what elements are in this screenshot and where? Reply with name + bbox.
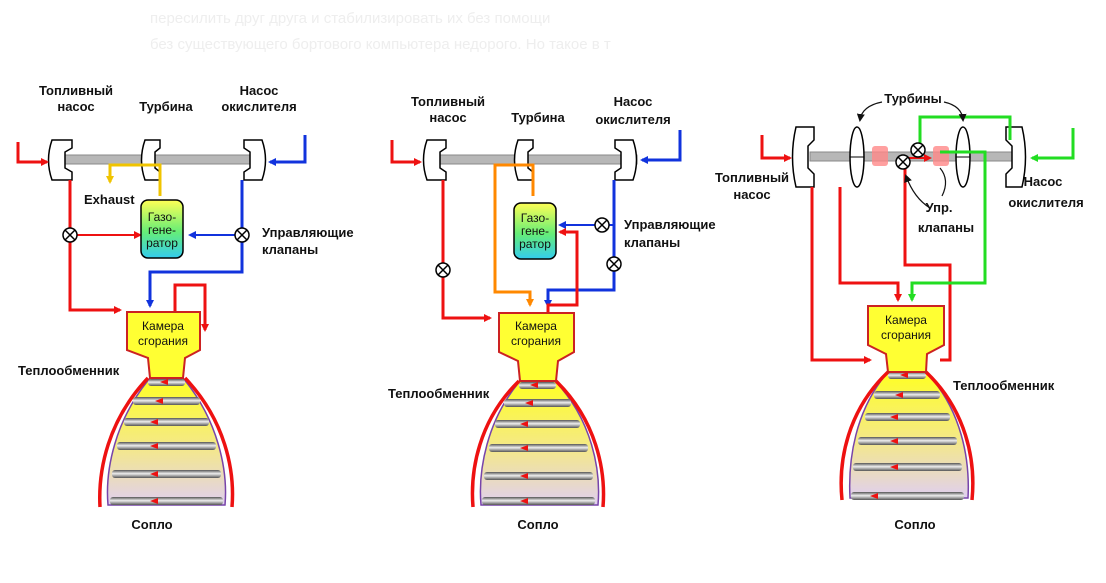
nozzle-label: Сопло — [131, 517, 172, 532]
fuel-pump-label-2: насос — [733, 187, 770, 202]
fuel-inlet-line — [390, 140, 422, 166]
combustion-chamber — [498, 312, 575, 382]
gas-generator-label-2: гене- — [521, 224, 549, 238]
fuel-pump-label-1: Топливный — [39, 83, 113, 98]
oxidizer-inlet-line — [1030, 128, 1075, 162]
oxidizer-feed-line — [146, 180, 244, 308]
valves-label-2: клапаны — [624, 235, 680, 250]
oxidizer-pump-label-1: Насос — [614, 94, 653, 109]
fuel-pump-shape — [791, 126, 815, 188]
fuel-pump-label-2: насос — [57, 99, 94, 114]
heat-exchanger-bands — [851, 372, 964, 500]
valves-label-1: Управляющие — [262, 225, 354, 240]
oxidizer-pump-shape — [243, 139, 267, 181]
chamber-label-2: сгорания — [511, 334, 561, 348]
combustion-chamber — [867, 305, 945, 373]
turbine-shape — [140, 139, 161, 181]
chamber-label-1: Камера — [885, 313, 927, 327]
heat-exchanger-label: Теплообменник — [18, 363, 120, 378]
turbopump-shaft — [431, 154, 638, 165]
oxidizer-pump-label-1: Насос — [1024, 174, 1063, 189]
heat-exchanger-bands — [482, 382, 595, 505]
nozzle-label: Сопло — [894, 517, 935, 532]
chamber-label-1: Камера — [515, 319, 557, 333]
gas-generator-cycle-diagram: Газо- гене- ратор Камера сгорания Топлив… — [16, 83, 354, 532]
heat-exchanger-label: Теплообменник — [953, 378, 1055, 393]
oxidizer-pump-label-1: Насос — [240, 83, 279, 98]
turbine-label: Турбина — [511, 110, 565, 125]
turbines-label: Турбины — [884, 91, 941, 106]
staged-combustion-cycle-diagram: Газо- гене- ратор Камера сгорания Топлив… — [388, 94, 716, 532]
regen-return-line — [173, 283, 209, 332]
heat-exchanger-label: Теплообменник — [388, 386, 490, 401]
turbopump-shaft — [59, 154, 266, 165]
gas-generator — [513, 202, 557, 260]
oxidizer-inlet-line — [640, 130, 682, 164]
fuel-inlet-line — [760, 135, 792, 162]
gas-generator-label-3: ратор — [146, 236, 178, 250]
gas-generator-label-1: Газо- — [521, 211, 549, 225]
chamber-label-2: сгорания — [138, 334, 188, 348]
valves-label-2: клапаны — [918, 220, 974, 235]
gas-generator-label-2: гене- — [148, 223, 176, 237]
regen-return-line — [546, 228, 579, 318]
valves-label-1: Упр. — [926, 200, 953, 215]
fuel-pump-shape — [47, 139, 73, 181]
valves-label-1: Управляющие — [624, 217, 716, 232]
valves-label-2: клапаны — [262, 242, 318, 257]
combustion-chamber — [126, 311, 201, 379]
chamber-label-1: Камера — [142, 319, 184, 333]
gas-generator — [140, 199, 184, 259]
chamber-label-2: сгорания — [881, 328, 931, 342]
regen-cooling-jacket — [98, 376, 235, 508]
nozzle-label: Сопло — [517, 517, 558, 532]
fuel-pump-label-1: Топливный — [411, 94, 485, 109]
oxidizer-feed-line — [908, 150, 987, 302]
regen-cooling-jacket — [470, 379, 606, 508]
oxidizer-pump-label-2: окислителя — [221, 99, 296, 114]
turbine-shape — [513, 139, 534, 181]
oxidizer-pump-shape — [1005, 126, 1027, 188]
fuel-feed-line — [810, 187, 872, 364]
exhaust-line — [106, 163, 162, 196]
oxidizer-feed-line — [544, 180, 616, 308]
hot-gas-line — [493, 163, 535, 307]
gas-generator-label-3: ратор — [519, 237, 551, 251]
oxidizer-inlet-line — [268, 135, 307, 166]
expander-cycle-diagram: Камера сгорания Турбины Топливный насос … — [715, 91, 1084, 532]
heat-exchanger-bands — [110, 379, 223, 505]
fuel-feed-line — [441, 180, 492, 322]
fuel-to-chamber-line — [838, 187, 902, 302]
fuel-inlet-line — [16, 142, 49, 166]
oxidizer-pump-shape — [614, 139, 638, 181]
nozzle — [848, 371, 970, 499]
oxidizer-pump-label-2: окислителя — [1008, 195, 1083, 210]
turbine-label: Турбина — [139, 99, 193, 114]
fuel-pump-shape — [422, 139, 447, 181]
regen-cooling-jacket — [839, 370, 975, 501]
oxidizer-pump-label-2: окислителя — [595, 112, 670, 127]
fuel-feed-line — [68, 180, 122, 314]
seal-right — [933, 146, 949, 166]
fuel-pump-label-2: насос — [429, 110, 466, 125]
fuel-pump-label-1: Топливный — [715, 170, 789, 185]
exhaust-label: Exhaust — [84, 192, 135, 207]
gas-generator-label-1: Газо- — [148, 210, 176, 224]
seal-left — [872, 146, 888, 166]
